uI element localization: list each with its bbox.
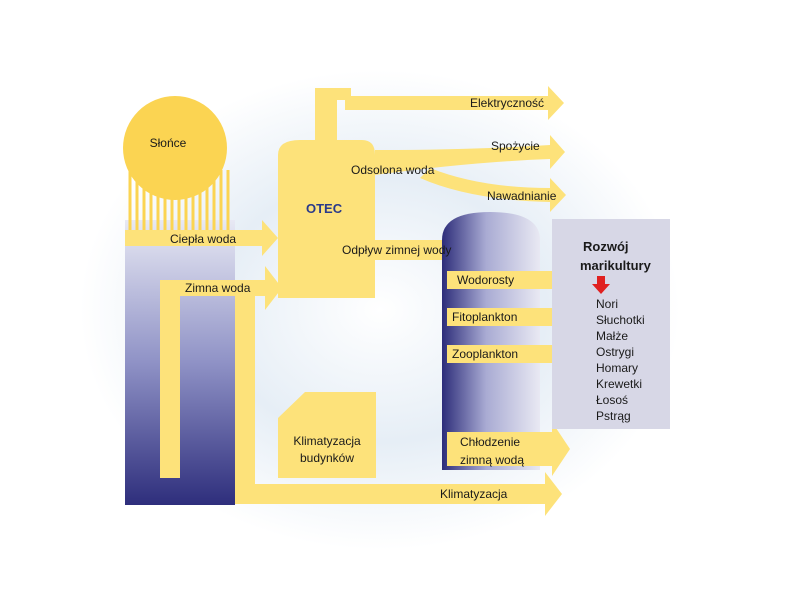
mariculture-item: Ostrygi: [596, 345, 634, 359]
building-label-line1: Klimatyzacja: [293, 434, 361, 448]
mariculture-item: Krewetki: [596, 377, 642, 391]
mariculture-item: Pstrąg: [596, 409, 631, 423]
irrigation-label: Nawadnianie: [487, 189, 557, 203]
consumption-label: Spożycie: [491, 139, 540, 153]
tank-arrows: [447, 262, 575, 476]
seaweed-arrow: [447, 262, 575, 298]
mariculture-item: Słuchotki: [596, 313, 645, 327]
sun-disc: [123, 96, 227, 200]
building-body: [278, 418, 376, 478]
desalinated-arrow: [375, 135, 565, 175]
otec-label: OTEC: [306, 201, 343, 216]
zooplankton-label: Zooplankton: [452, 347, 518, 361]
electricity-arrow: [345, 86, 564, 120]
cold-water-pipe: [160, 266, 282, 478]
otec-top-bar: [315, 88, 351, 100]
mariculture-red-arrow: [592, 276, 610, 294]
otec-top-stem: [315, 88, 337, 140]
cooling-arrow: [447, 422, 570, 476]
phytoplankton-label: Fitoplankton: [452, 310, 517, 324]
desalinated-label: Odsolona woda: [351, 163, 435, 177]
cooling-label-line1: Chłodzenie: [460, 435, 520, 449]
flow-paths: [125, 86, 566, 516]
otec-body: [278, 140, 375, 298]
mariculture-title-line2: marikultury: [580, 258, 652, 273]
irrigation-arrow: [420, 168, 566, 212]
seaweed-label: Wodorosty: [457, 273, 514, 287]
cold-water-label: Zimna woda: [185, 281, 251, 295]
mariculture-title-line1: Rozwój: [583, 239, 629, 254]
air-conditioning-label: Klimatyzacja: [440, 487, 508, 501]
mariculture-tank: [442, 212, 540, 470]
electricity-label: Elektryczność: [470, 96, 544, 110]
cold-outflow-label: Odpływ zimnej wody: [342, 243, 451, 257]
mariculture-item: Łosoś: [596, 393, 628, 407]
warm-water-label: Ciepła woda: [170, 232, 236, 246]
mariculture-item: Nori: [596, 297, 618, 311]
zooplankton-arrow: [447, 336, 575, 372]
mariculture-items: NoriSłuchotkiMałżeOstrygiHomaryKrewetkiŁ…: [596, 297, 645, 423]
sun-label: Słońce: [150, 136, 187, 150]
bottom-pipe: [235, 290, 562, 516]
warm-water-arrow: [125, 220, 278, 256]
mariculture-item: Homary: [596, 361, 638, 375]
mariculture-panel: [552, 219, 670, 429]
cooling-label-line2: zimną wodą: [460, 453, 524, 467]
phytoplankton-arrow: [447, 299, 575, 335]
building-label-line2: budynków: [300, 451, 354, 465]
building-roof: [278, 392, 376, 418]
mariculture-item: Małże: [596, 329, 628, 343]
